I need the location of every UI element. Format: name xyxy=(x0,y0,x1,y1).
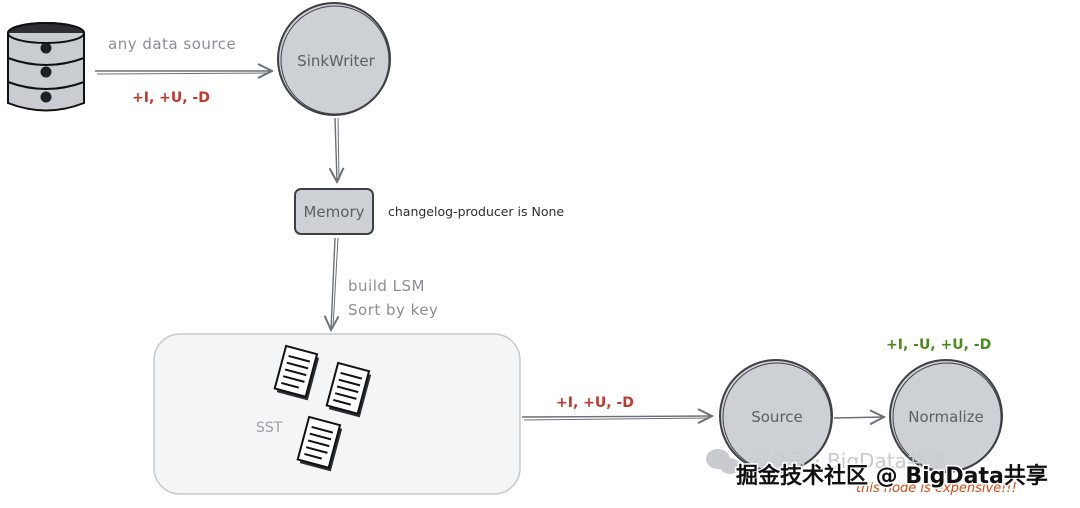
sst-label: SST xyxy=(256,420,283,436)
watermark-front-text: 掘金技术社区 @ BigData共享 xyxy=(736,463,1048,489)
sst-file-icon xyxy=(296,415,343,472)
sort-by-key-label: Sort by key xyxy=(348,301,438,319)
normalize-node[interactable]: Normalize xyxy=(889,359,1003,473)
edge-memory-to-sst xyxy=(331,237,338,330)
input-edge-label: any data source xyxy=(108,35,236,53)
watermark-back-text: 公众号 · BigData共享 xyxy=(748,449,947,473)
build-lsm-label: build LSM xyxy=(348,277,425,295)
database-icon xyxy=(7,22,85,112)
expensive-warning: this node is expensive!!! xyxy=(856,481,1017,496)
sinkwriter-node[interactable]: SinkWriter xyxy=(277,2,391,116)
sst-to-source-changes-label: +I, +U, -D xyxy=(556,395,634,411)
edge-source-to-normalize xyxy=(833,417,884,418)
watermark: 公众号 · BigData共享 掘金技术社区 @ BigData共享 xyxy=(706,449,1049,491)
sst-file-icon xyxy=(325,361,372,418)
edge-sinkwriter-to-memory xyxy=(335,117,339,182)
memory-node[interactable]: Memory xyxy=(294,188,374,235)
changelog-producer-note: changelog-producer is None xyxy=(388,204,564,219)
sst-file-icon xyxy=(273,344,320,401)
wechat-icon xyxy=(706,449,740,474)
memory-label: Memory xyxy=(303,203,364,221)
source-label: Source xyxy=(751,408,803,426)
input-changes-label: +I, +U, -D xyxy=(132,90,210,106)
sst-container[interactable]: SST xyxy=(153,333,521,495)
normalize-output-changes-label: +I, -U, +U, -D xyxy=(886,337,991,353)
sinkwriter-label: SinkWriter xyxy=(297,52,375,70)
normalize-label: Normalize xyxy=(908,408,984,426)
source-node[interactable]: Source xyxy=(719,359,833,473)
edge-sst-to-source xyxy=(521,416,712,420)
edge-input-to-sinkwriter xyxy=(95,71,272,74)
